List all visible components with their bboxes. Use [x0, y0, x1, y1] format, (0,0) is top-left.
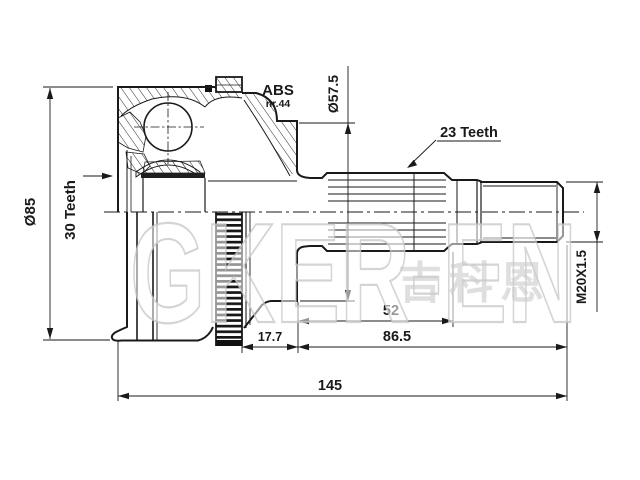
dim-52-label: 52: [383, 303, 399, 319]
bell-outline-top: [117, 86, 216, 212]
dia-85-label: Ø85: [22, 198, 39, 226]
teeth-right-label: 23 Teeth: [440, 125, 498, 141]
watermark-brand: GKER-EN: [130, 194, 577, 353]
abs-nr-label: nr.44: [266, 98, 291, 110]
watermark: GKER-EN 吉科恩: [129, 193, 578, 354]
shaft-outline: [310, 172, 564, 252]
dimension-lines: [43, 66, 603, 401]
watermark-brand-cn: 吉科恩: [398, 259, 551, 308]
outer-race-surface: [120, 96, 243, 117]
dia-57-label: Ø57.5: [325, 75, 341, 113]
bell-right-wall-hatch: [242, 92, 297, 174]
cavity-boundary: [243, 99, 291, 177]
abs-ring-section: [215, 76, 243, 93]
bell-lower-outline: [110, 212, 214, 342]
bell-housing-section: [117, 76, 311, 212]
abs-tooth-ring: [216, 212, 242, 345]
snap-ring-groove: [205, 85, 212, 92]
bell-neck-outline: [243, 245, 311, 329]
dim-145-label: 145: [318, 378, 342, 394]
teeth-left-label: 30 Teeth: [62, 180, 79, 240]
thread-label: M20X1.5: [574, 249, 589, 304]
dimension-arrows: [46, 88, 601, 400]
bell-housing-external: [110, 212, 311, 346]
bell-shoulder: [242, 92, 311, 179]
abs-label: ABS: [262, 82, 294, 99]
spline-bore-30t: [141, 173, 205, 178]
outer-race-wall-hatch: [118, 87, 242, 118]
dim-17-7-label: 17.7: [258, 330, 282, 344]
left-wall-hatch: [117, 111, 147, 153]
dim-86-5-label: 86.5: [383, 329, 411, 345]
inner-race-hatch: [142, 160, 206, 174]
